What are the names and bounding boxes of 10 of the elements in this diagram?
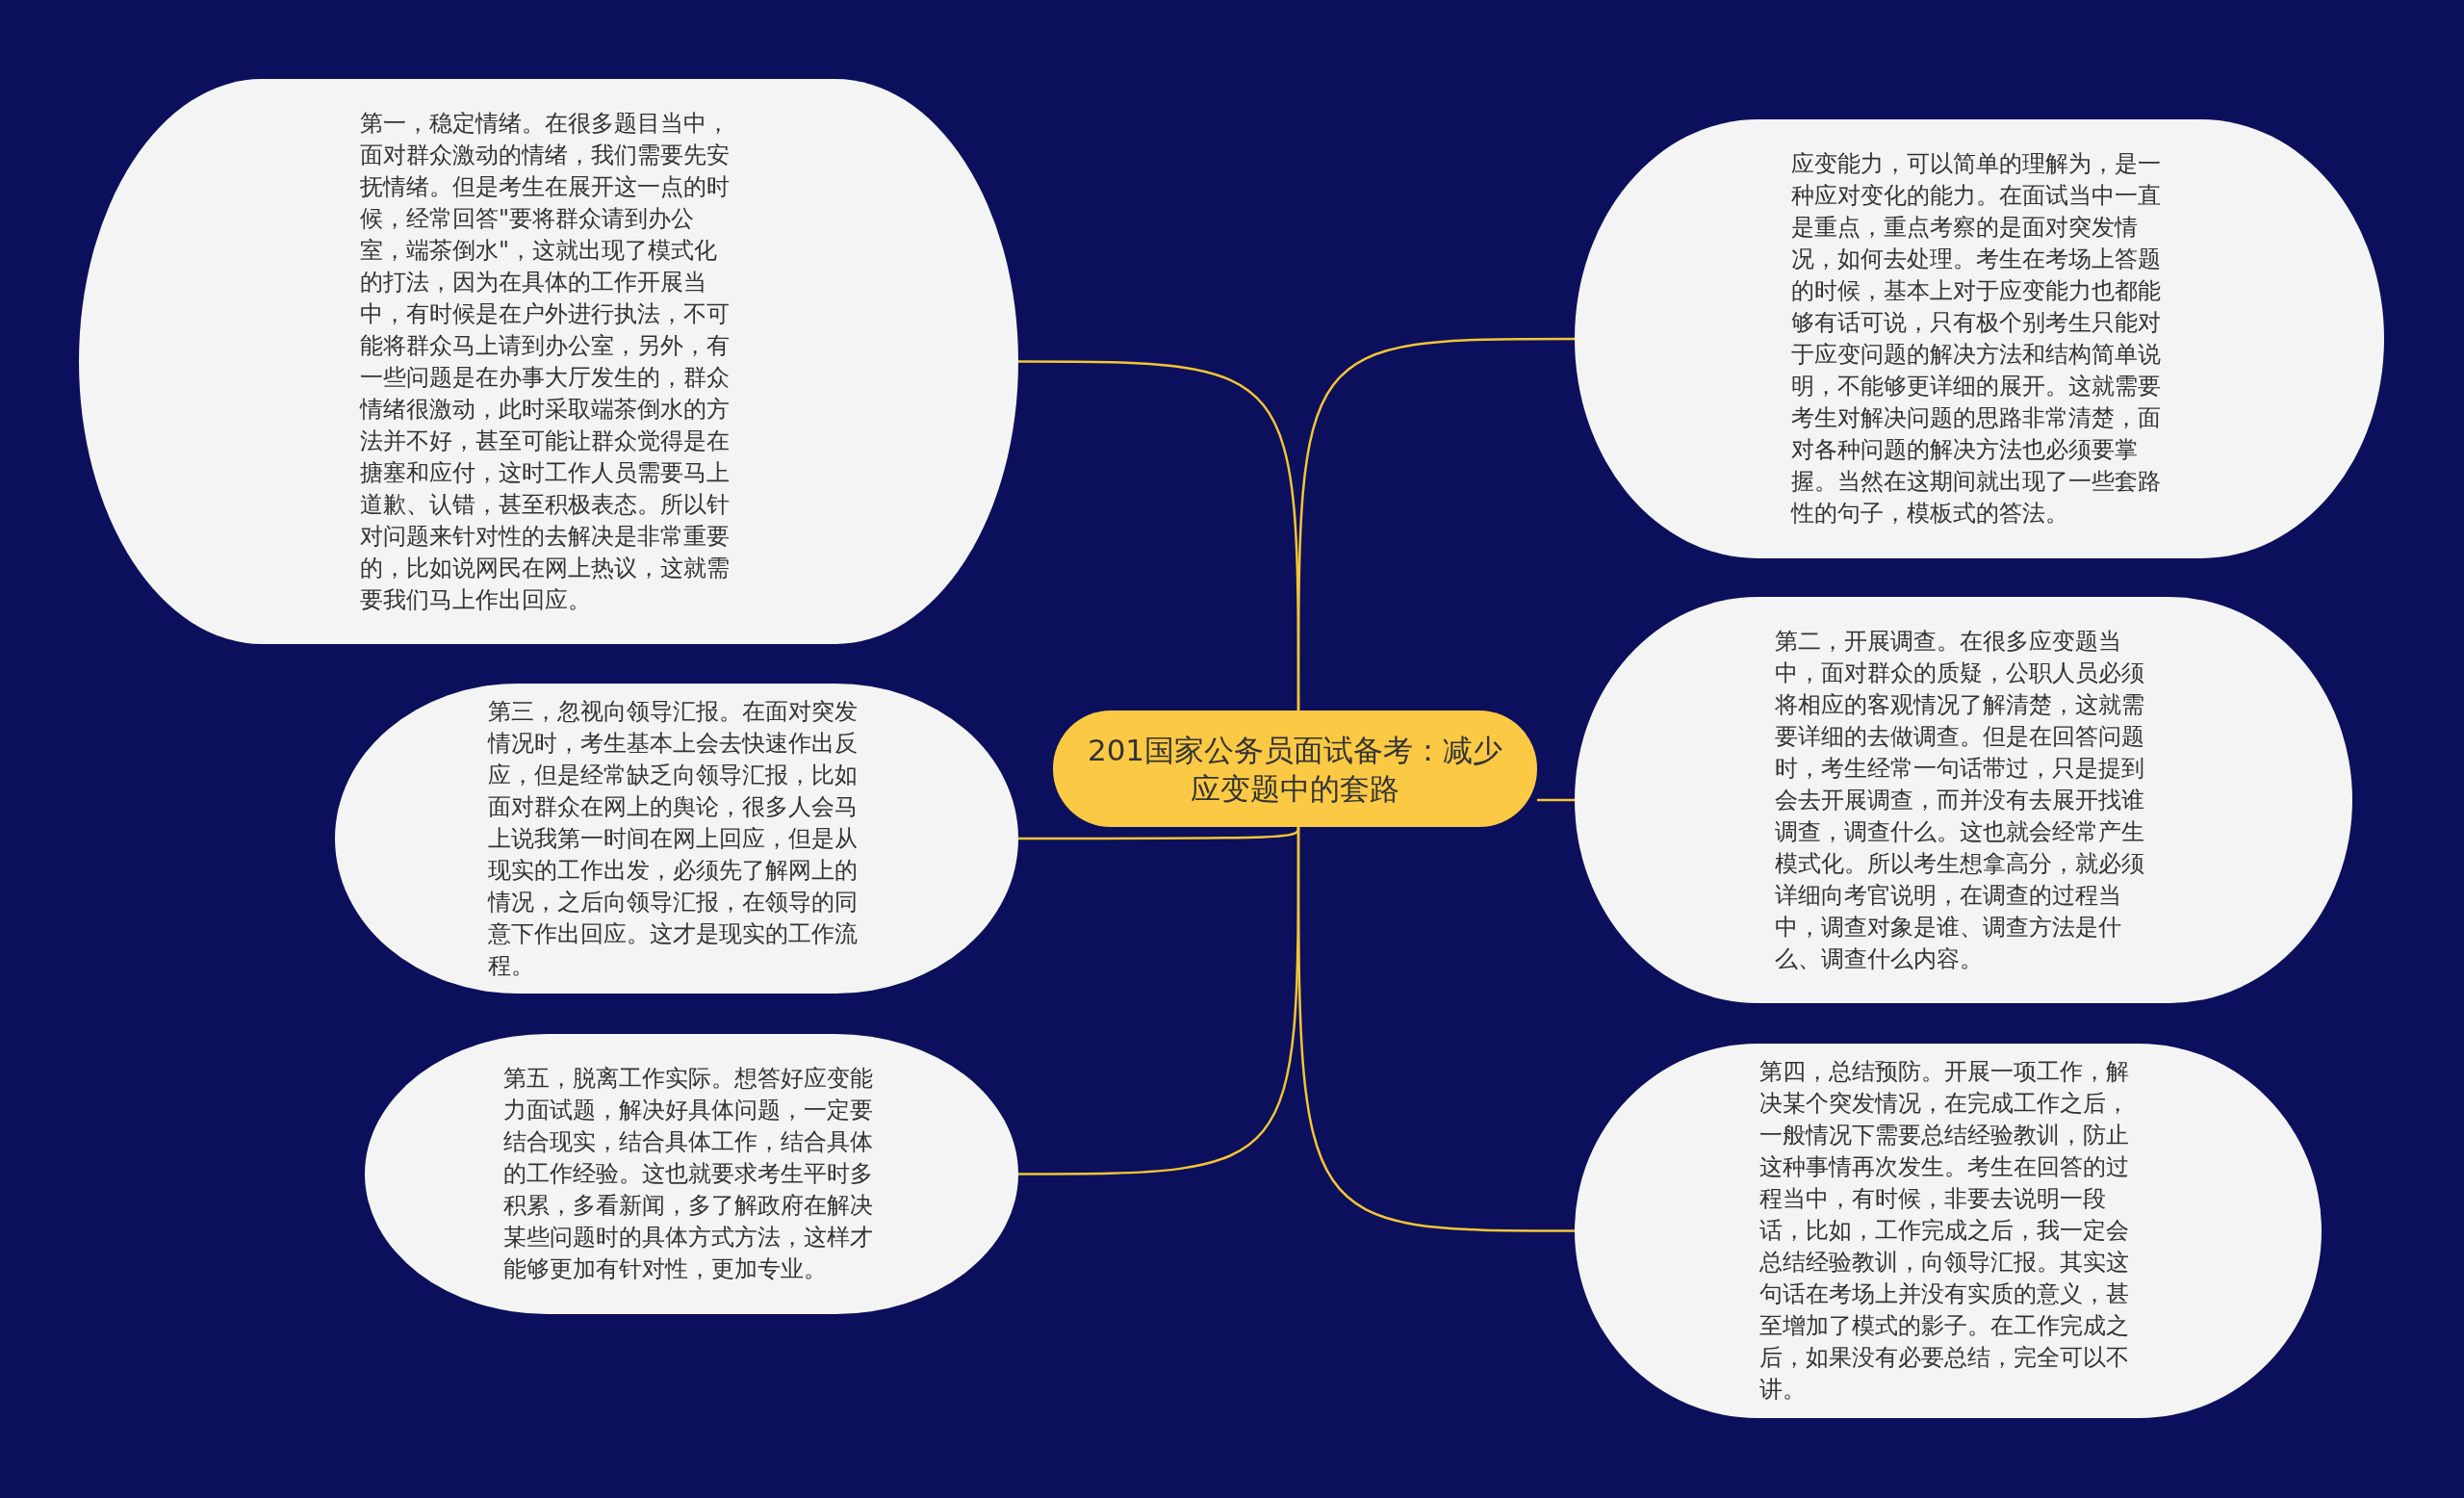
paragraph: 第四，总结预防。开展一项工作，解决某个突发情况，在完成工作之后，一般情况下需要总结经验教训，防止这种事情再次发生。考生在回答的过程当中，有时候，非要去说明一段话，比如，工作完成之后，我一定会总结经验教训，向领导汇报。其实这句话在考场上并没有实质的意义，甚至增加了模式的影子。在工作完成之后，如果没有必要总结，完全可以不讲。	[1759, 1057, 2130, 1405]
paragraph: 第五，脱离工作实际。想答好应变能力面试题，解决好具体问题，一定要结合现实，结合具体工作，结合具体的工作经验。这也就要求考生平时多积累，多看新闻，多了解政府在解决某些问题时的具体方式方法，这样才能够更加有针对性，更加专业。	[502, 1064, 874, 1284]
topic-title: 201国家公务员面试备考：减少应变题中的套路	[1086, 731, 1504, 808]
paragraph: 第三，忽视向领导汇报。在面对突发情况时，考生基本上会去快速作出反应，但是经常缺乏向领导汇报，比如面对群众在网上的舆论，很多人会马上说我第一时间在网上回应，但是从现实的工作出发，必须先了解网上的情况，之后向领导汇报，在领导的同意下作出回应。这才是现实的工作流程。	[488, 696, 859, 981]
paragraph: 应变能力，可以简单的理解为，是一种应对变化的能力。在面试当中一直是重点，重点考察的是面对突发情况，如何去处理。考生在考场上答题的时候，基本上对于应变能力也都能够有话可说，只有极个别考生只能对于应变问题的解决方法和结构简单说明，不能够更详细的展开。这就需要考生对解决问题的思路非常清楚，面对各种问题的解决方法也必须要掌握。当然在这期间就出现了一些套路性的句子，模板式的答法。	[1790, 149, 2162, 529]
paragraph: 第一，稳定情绪。在很多题目当中，面对群众激动的情绪，我们需要先安抚情绪。但是考生在展开这一点的时候，经常回答"要将群众请到办公室，端茶倒水"，这就出现了模式化的打法，因为在具体的工作开展当中，有时候是在户外进行执法，不可能将群众马上请到办公室，另外，有一些问题是在办事大厅发生的，群众情绪很激动，此时采取端茶倒水的方法并不好，甚至可能让群众觉得是在搪塞和应付，这时工作人员需要马上道歉、认错，甚至积极表态。所以针对问题来针对性的去解决是非常重要的，比如说网民在网上热议，这就需要我们马上作出回应。	[360, 108, 731, 615]
connector-line	[1296, 827, 1575, 1232]
connector-line	[1537, 798, 1575, 802]
paragraph: 第二，开展调查。在很多应变题当中，面对群众的质疑，公职人员必须将相应的客观情况了解清楚，这就需要详细的去做调查。但是在回答问题时，考生经常一句话带过，只是提到会去开展调查，而并没有去展开找谁调查，调查什么。这也就会经常产生模式化。所以考生想拿高分，就必须详细向考官说明，在调查的过程当中，调查对象是谁、调查方法是什么、调查什么内容。	[1775, 626, 2145, 974]
connector-line	[1296, 337, 1575, 710]
